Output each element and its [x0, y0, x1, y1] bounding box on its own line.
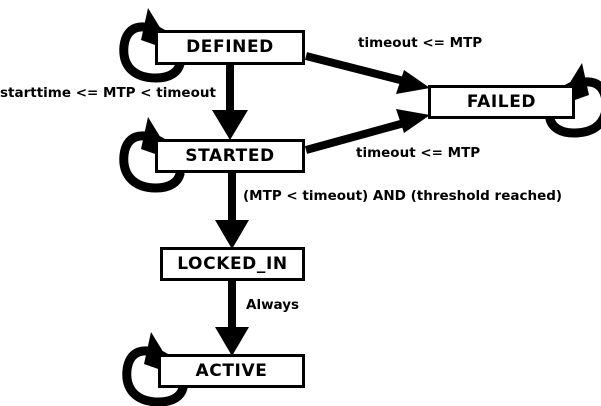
state-node-started[interactable]: STARTED: [155, 139, 305, 173]
state-label-locked-in: LOCKED_IN: [177, 253, 288, 274]
edge-defined-to-started: [212, 65, 248, 140]
state-label-failed: FAILED: [466, 91, 537, 112]
edge-started-to-locked-in: [215, 173, 249, 249]
edge-label-defined-to-started: starttime <= MTP < timeout: [0, 85, 216, 101]
state-node-active[interactable]: ACTIVE: [158, 354, 305, 388]
edge-label-started-to-failed: timeout <= MTP: [356, 145, 481, 161]
state-node-defined[interactable]: DEFINED: [155, 30, 305, 65]
edge-locked-in-to-active: [215, 281, 249, 356]
state-node-failed[interactable]: FAILED: [428, 85, 575, 119]
state-label-started: STARTED: [185, 145, 275, 166]
state-node-locked-in[interactable]: LOCKED_IN: [160, 247, 305, 281]
edge-label-locked-in-to-active: Always: [246, 297, 300, 313]
edge-label-defined-to-failed: timeout <= MTP: [358, 35, 483, 51]
state-label-defined: DEFINED: [186, 37, 274, 57]
edge-started-to-failed: [304, 109, 430, 154]
state-label-active: ACTIVE: [195, 360, 268, 381]
edge-label-started-to-locked-in: (MTP < timeout) AND (threshold reached): [243, 188, 563, 204]
edge-defined-to-failed: [305, 52, 430, 94]
